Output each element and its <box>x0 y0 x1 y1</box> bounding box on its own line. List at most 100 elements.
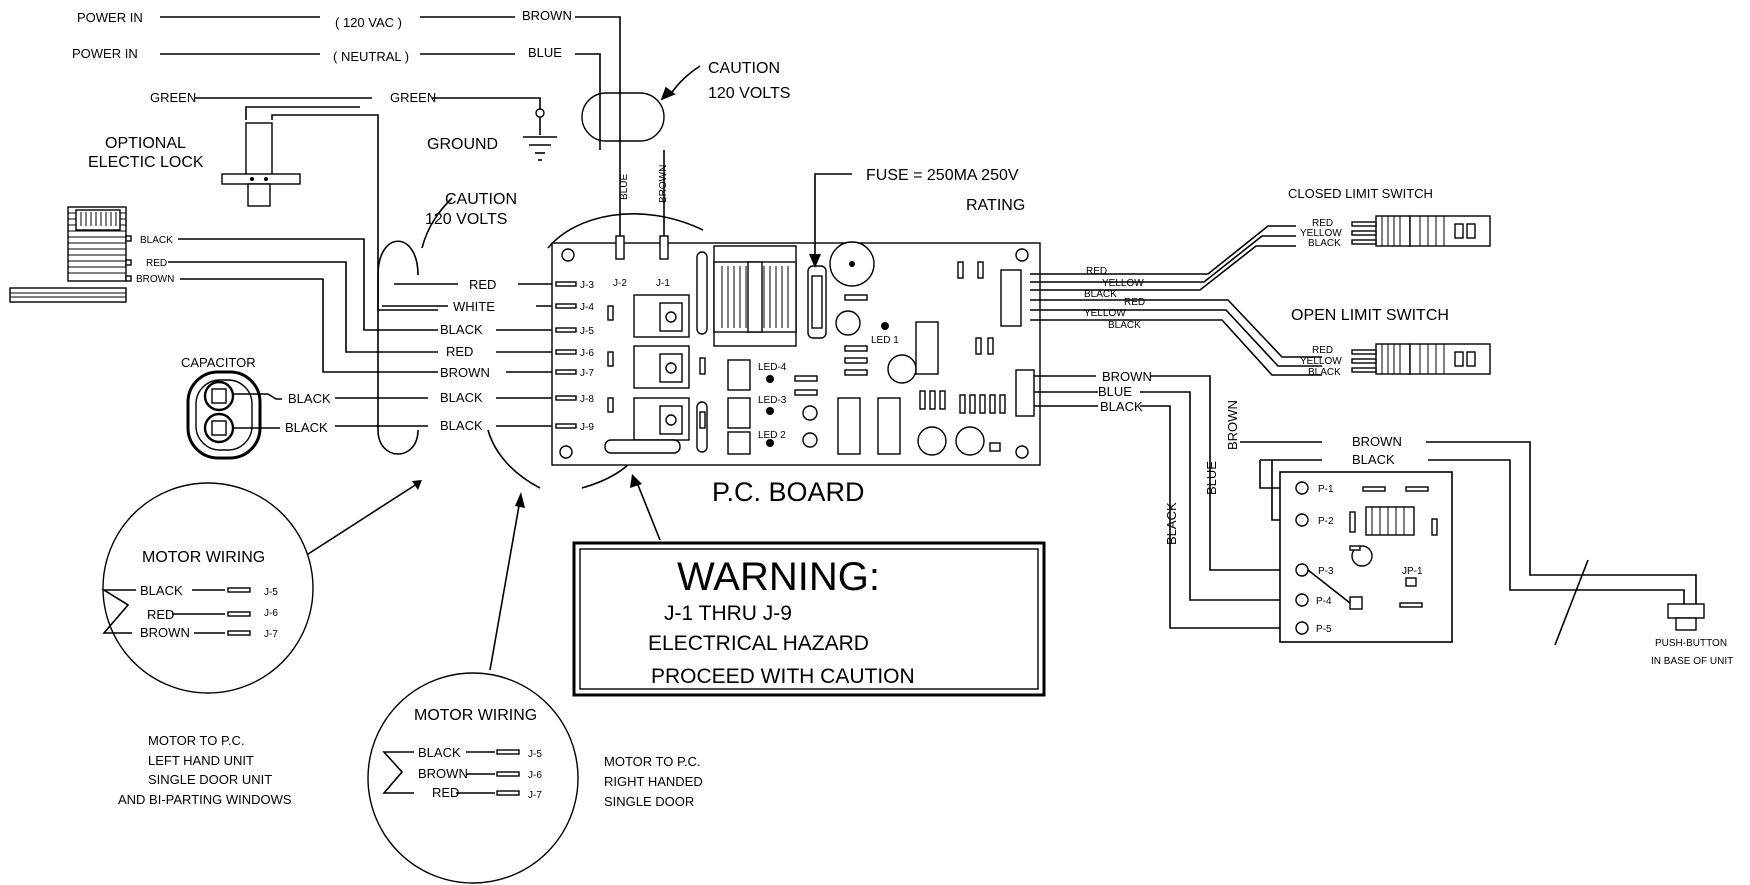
harness-yellow-2: YELLOW <box>1084 308 1126 319</box>
wire-red-j3: RED <box>469 277 496 292</box>
j1-label: J-1 <box>656 278 670 289</box>
motor-right-wire-3: RED <box>432 785 459 800</box>
motor-left-wire-2: RED <box>147 607 174 622</box>
motor-right-pointer <box>489 499 521 671</box>
jp1-label: JP-1 <box>1402 566 1423 577</box>
open-limit-switch-icon <box>1351 343 1491 375</box>
led4-label: LED-4 <box>758 362 787 373</box>
sensor-wire-brown: BROWN <box>1102 369 1152 384</box>
motor-right-caption-1: MOTOR TO P.C. <box>604 754 701 769</box>
motor-right-wire-1: BLACK <box>418 745 461 760</box>
j6-label: J-6 <box>580 348 594 359</box>
motor-right-wire-2: BROWN <box>418 766 468 781</box>
j3-label: J-3 <box>580 280 594 291</box>
brown-vertical-label: BROWN <box>658 165 669 203</box>
blue-label-1: BLUE <box>528 45 562 60</box>
motor-wiring-left <box>101 482 314 694</box>
brown-label-1: BROWN <box>522 8 572 23</box>
harness-red-2: RED <box>1124 297 1145 308</box>
push-button-icon <box>1554 559 1705 646</box>
motor-left-caption-4: AND BI-PARTING WINDOWS <box>118 792 292 807</box>
open-limit-switch-title: OPEN LIMIT SWITCH <box>1291 307 1449 324</box>
ground-label: GROUND <box>427 136 498 153</box>
vac-label: ( 120 VAC ) <box>335 15 402 30</box>
caution-label-top-2: 120 VOLTS <box>708 85 790 102</box>
j2-label: J-2 <box>613 278 627 289</box>
capacitor-lead-1: BLACK <box>288 391 331 406</box>
motor-right-caption-2: RIGHT HANDED <box>604 774 703 789</box>
sensor-wire-blue-vertical: BLUE <box>1204 461 1219 495</box>
caution-loop-middle <box>377 197 453 455</box>
warning-box <box>572 541 1046 697</box>
warning-line-3: PROCEED WITH CAUTION <box>651 665 915 688</box>
motor-right-j7: J-7 <box>528 790 542 801</box>
motor-left-j6: J-6 <box>264 608 278 619</box>
power-in-label-2: POWER IN <box>72 46 138 61</box>
sensor-top-black: BLACK <box>1352 452 1395 467</box>
board-arc-top <box>547 213 704 249</box>
optional-label-2: ELECTIC LOCK <box>88 154 204 171</box>
caution-label-mid-2: 120 VOLTS <box>425 211 507 228</box>
motor-wiring-right <box>367 672 579 884</box>
sensor-wire-black-vertical: BLACK <box>1164 502 1179 545</box>
motor-lead-brown: BROWN <box>136 274 174 285</box>
blue-vertical-label: BLUE <box>619 174 630 200</box>
open-yellow: YELLOW <box>1300 356 1342 367</box>
pc-board <box>551 235 1041 466</box>
motor-lead-black: BLACK <box>140 235 173 246</box>
motor-right-j5: J-5 <box>528 749 542 760</box>
open-black: BLACK <box>1308 367 1341 378</box>
motor-left-wire-1: BLACK <box>140 583 183 598</box>
motor-left-caption-3: SINGLE DOOR UNIT <box>148 772 272 787</box>
j4-label: J-4 <box>580 302 594 313</box>
warning-arrow <box>635 479 661 541</box>
wire-black-j9: BLACK <box>440 418 483 433</box>
board-input-wires <box>335 283 556 427</box>
sensor-board <box>1279 471 1453 643</box>
fuse-label: FUSE = 250MA 250V <box>866 167 1019 184</box>
motor-lead-red: RED <box>146 258 167 269</box>
limit-switch-harness <box>1030 225 1322 376</box>
motor-left-caption-1: MOTOR TO P.C. <box>148 733 245 748</box>
motor-right-title: MOTOR WIRING <box>414 707 537 724</box>
wire-brown-j7: BROWN <box>440 365 490 380</box>
harness-black-2: BLACK <box>1108 320 1141 331</box>
capacitor-icon <box>186 370 282 460</box>
harness-yellow-1: YELLOW <box>1102 278 1144 289</box>
sensor-top-brown: BROWN <box>1352 434 1402 449</box>
p5-label: P-5 <box>1316 624 1332 635</box>
motor-left-title: MOTOR WIRING <box>142 549 265 566</box>
power-wires <box>160 16 701 245</box>
motor-left-wire-3: BROWN <box>140 625 190 640</box>
harness-red-1: RED <box>1086 266 1107 277</box>
warning-line-1: J-1 THRU J-9 <box>664 602 792 625</box>
closed-limit-switch-title: CLOSED LIMIT SWITCH <box>1288 186 1433 201</box>
led2-label: LED 2 <box>758 430 786 441</box>
warning-title: WARNING: <box>677 555 880 599</box>
sensor-wires <box>1034 375 1616 629</box>
motor-right-caption-3: SINGLE DOOR <box>604 794 694 809</box>
fuse-rating: RATING <box>966 197 1025 214</box>
sensor-wire-black: BLACK <box>1100 399 1143 414</box>
motor-left-j5: J-5 <box>264 587 278 598</box>
p4-label: P-4 <box>1316 596 1332 607</box>
push-button-label-2: IN BASE OF UNIT <box>1651 656 1733 667</box>
closed-red: RED <box>1312 218 1333 229</box>
harness-black-1: BLACK <box>1084 289 1117 300</box>
wire-black-j5: BLACK <box>440 322 483 337</box>
motor-left-caption-2: LEFT HAND UNIT <box>148 753 254 768</box>
warning-line-2: ELECTRICAL HAZARD <box>648 632 869 655</box>
p3-label: P-3 <box>1318 566 1334 577</box>
motor-icon <box>9 206 132 303</box>
push-button-label-1: PUSH-BUTTON <box>1655 638 1727 649</box>
electric-lock-icon <box>221 106 438 311</box>
j7-label: J-7 <box>580 368 594 379</box>
sensor-wire-brown-vertical: BROWN <box>1225 400 1240 450</box>
j9-label: J-9 <box>580 422 594 433</box>
motor-lead-wires <box>168 238 438 373</box>
pc-board-title: P.C. BOARD <box>712 477 865 507</box>
wire-red-j6: RED <box>446 344 473 359</box>
led3-label: LED-3 <box>758 395 787 406</box>
